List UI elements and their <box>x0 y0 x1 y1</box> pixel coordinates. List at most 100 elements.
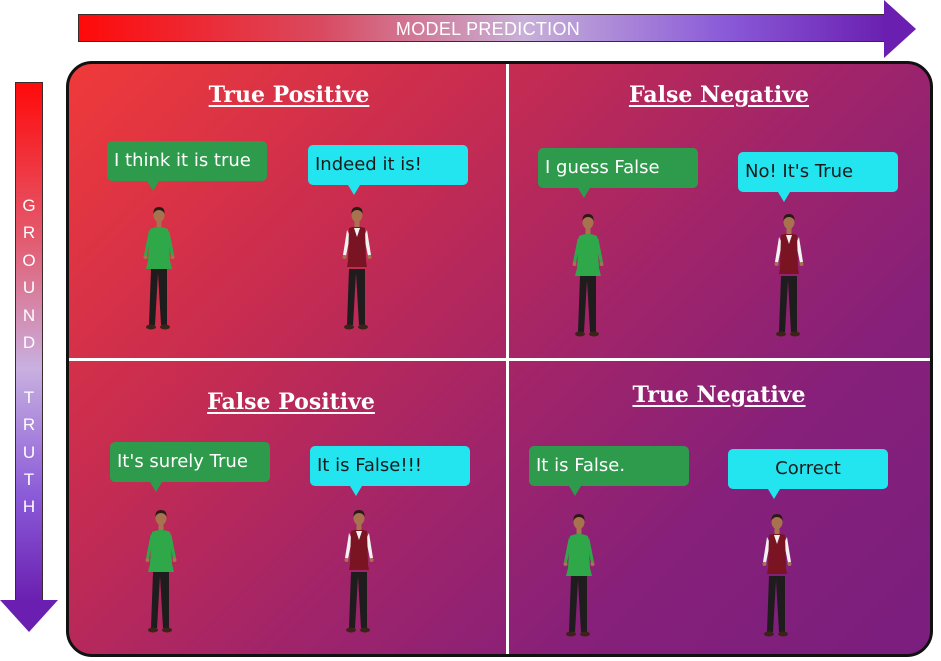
person-red-vest <box>344 510 374 633</box>
figure-hand <box>342 255 347 259</box>
figure-shoe <box>764 631 774 637</box>
figure-shoe <box>360 627 370 633</box>
figure-vest <box>347 226 367 267</box>
figure-shoe <box>148 627 158 633</box>
person-red-vest <box>762 514 792 637</box>
ground-truth-letter <box>15 356 43 383</box>
figure-legs <box>151 572 169 628</box>
figure-shoe <box>566 631 576 637</box>
figure-hair <box>771 514 783 521</box>
speech-bubble-green: I guess False <box>538 148 698 198</box>
person-green-sweater <box>143 207 175 330</box>
figure-collar <box>774 535 780 544</box>
figure-arm <box>573 237 580 263</box>
ground-truth-letter: G <box>22 196 36 215</box>
speech-bubble-cyan: No! It's True <box>738 152 898 202</box>
ground-truth-letter: R <box>22 415 36 435</box>
figure-head <box>353 511 365 525</box>
model-prediction-arrow-shaft <box>78 14 888 42</box>
figure-shoe <box>589 331 599 337</box>
person-green-sweater <box>563 514 595 637</box>
speech-bubble-cyan: Indeed it is! <box>308 145 468 195</box>
figure-sweater <box>148 530 174 572</box>
speech-bubble-green: It is False. <box>529 446 689 496</box>
figure-arm <box>763 537 770 563</box>
figure-vest <box>349 529 369 570</box>
figure-shoe <box>575 331 585 337</box>
figure-legs <box>569 576 587 632</box>
figure-arm <box>167 230 174 256</box>
figure-shoe <box>790 331 800 337</box>
figure-hair <box>582 214 594 221</box>
figure-head <box>573 515 585 529</box>
figure-legs <box>767 576 785 632</box>
figure-hand <box>369 558 374 562</box>
figure-hair <box>783 214 795 221</box>
figure-hand <box>599 262 604 266</box>
figure-legs <box>149 269 167 325</box>
figure-head <box>771 515 783 529</box>
figure-hair <box>155 510 167 517</box>
ground-truth-letter: U <box>22 442 36 462</box>
ground-truth-letter: H <box>22 497 36 517</box>
figure-shoe <box>358 324 368 330</box>
ground-truth-letter: O <box>22 250 36 270</box>
figure-legs <box>779 276 797 332</box>
ground-truth-label: G R O U N D T R U T H <box>15 192 43 521</box>
figure-shoe <box>160 324 170 330</box>
figure-legs <box>578 276 596 332</box>
speech-bubble-cyan: It is False!!! <box>310 446 470 496</box>
model-prediction-arrow-head <box>884 0 916 58</box>
figure-arm <box>345 533 352 559</box>
figure-neck <box>585 228 591 234</box>
person-green-sweater <box>145 510 177 633</box>
figure-legs <box>347 269 365 325</box>
person-red-vest <box>342 207 372 330</box>
figure-collar <box>354 228 360 237</box>
figure-sweater <box>566 534 592 576</box>
figure-shoe <box>344 324 354 330</box>
figure-hair <box>153 207 165 214</box>
figure-arm <box>784 537 791 563</box>
ground-truth-arrow-head <box>0 600 58 632</box>
figure-head <box>155 511 167 525</box>
speech-bubble-cyan: Correct <box>728 449 888 499</box>
quadrant-title-true-positive: True Positive <box>208 82 370 108</box>
figure-neck <box>774 528 780 534</box>
figure-hand <box>762 562 767 566</box>
figure-hand <box>787 562 792 566</box>
figure-head <box>783 215 795 229</box>
speech-bubble-green: It's surely True <box>110 442 270 492</box>
figure-hair <box>351 207 363 214</box>
figure-arm <box>796 237 803 263</box>
figure-hair <box>573 514 585 521</box>
figure-neck <box>356 524 362 530</box>
quadrant-title-false-negative: False Negative <box>628 82 810 108</box>
person-green-sweater <box>572 214 604 337</box>
ground-truth-arrow: G R O U N D T R U T H <box>0 82 60 634</box>
ground-truth-letter: T <box>23 469 35 489</box>
ground-truth-letter: R <box>22 223 36 243</box>
figure-sweater <box>575 234 601 276</box>
figure-collar <box>356 531 362 540</box>
model-prediction-arrow: MODEL PREDICTION <box>78 0 916 58</box>
figure-collar <box>786 235 792 244</box>
figure-hand <box>590 562 595 566</box>
figure-arm <box>146 533 153 559</box>
figure-sweater <box>146 227 172 269</box>
figure-arm <box>587 537 594 563</box>
figure-arm <box>564 537 571 563</box>
figure-hand <box>143 255 148 259</box>
ground-truth-letter: D <box>22 332 36 352</box>
figure-hand <box>367 255 372 259</box>
figure-arm <box>144 230 151 256</box>
figure-neck <box>786 228 792 234</box>
figure-vest <box>767 533 787 574</box>
person-red-vest <box>774 214 804 337</box>
figure-shoe <box>346 627 356 633</box>
figure-hand <box>172 558 177 562</box>
confusion-matrix-panel: True Positive I think it is true Indeed … <box>66 61 933 657</box>
figure-neck <box>156 221 162 227</box>
horizontal-divider <box>69 358 930 361</box>
figure-head <box>153 208 165 222</box>
